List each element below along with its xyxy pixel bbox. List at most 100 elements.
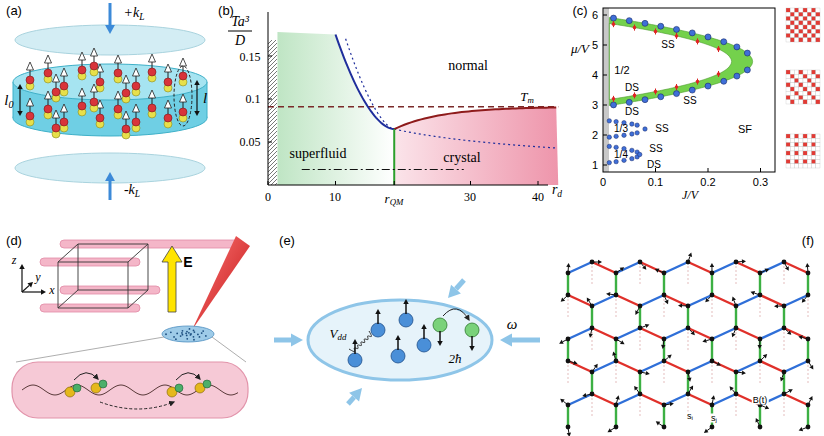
dipole-head [133,68,140,76]
spacing-arrow-head [17,84,23,89]
lattice-site [662,271,667,276]
lattice-cell [786,70,790,74]
label-main: V [330,326,338,341]
dipole-head [53,110,60,118]
data-point [689,30,695,36]
lattice-cell [799,143,803,147]
lattice-cell [803,134,807,138]
speckle [175,338,177,340]
speckle [186,335,188,337]
hatched-band [268,40,277,185]
spin-down-particle [465,323,479,337]
lattice-cell [803,91,807,95]
dipole-head [123,111,130,119]
data-point [734,44,740,50]
speckle [193,330,195,332]
axis-label: z [12,254,17,266]
data-point [717,72,721,76]
cube-edge [58,290,78,308]
lattice-site [566,293,571,298]
spin-arrow-head [730,386,734,390]
dipole-head [165,100,172,108]
speckle [202,330,204,332]
data-point [654,90,658,94]
lattice-cell [786,164,790,168]
tick-label: 10 [329,191,341,203]
atom-red [132,118,140,126]
atom-red [122,125,130,133]
spin-arrow-head [375,309,381,314]
tick-mark [603,75,607,76]
dipole-head [180,58,187,66]
lattice-cell [795,143,799,147]
lattice-cell [803,34,807,38]
lattice-cell [807,79,811,83]
atom-red [78,102,86,110]
lattice-bond [615,273,617,295]
atom-red [78,66,86,74]
lattice-site [590,304,595,309]
data-point [744,67,750,73]
dipole-head [91,48,98,56]
spacing-arrow-shaft [19,89,20,100]
lattice-cell [807,17,811,21]
hopping-arrow [74,373,98,380]
speckle [165,333,167,335]
lattice-cell [799,100,803,104]
spin-arrow-head [705,298,709,302]
lattice-cell [790,34,794,38]
lattice-cell [803,147,807,151]
lattice-site [686,326,691,331]
data-point [705,83,711,89]
spin-arrow-head [689,385,693,390]
spin-arrow-head [742,371,746,375]
speckle [190,334,192,336]
lattice-cell [803,100,807,104]
drive-arrow-shaft [512,338,540,343]
lattice-cell [807,164,811,168]
lattice-cell [816,38,820,42]
lattice-cell [807,74,811,78]
data-point [607,135,611,139]
tick-label: 0 [265,191,271,203]
lattice-cell [795,79,799,83]
spin-arrow-shaft [423,329,425,339]
tick-label: 0.1 [246,93,261,105]
lattice-cell [816,21,820,25]
spin-arrow-head [702,339,706,343]
lattice-cell [795,164,799,168]
spin-arrow-head [765,269,770,273]
energy-label: 2ħ [449,352,462,365]
lattice-cell [816,29,820,33]
spin-arrow-head [587,297,591,302]
axis-label: x [49,284,54,296]
drive-arrow-head [291,333,303,346]
panel-label: (a) [6,4,22,17]
phase-label: 1/3 [614,124,628,134]
speckle [197,334,199,336]
lattice-bond [567,405,569,427]
dipole-head [149,54,156,62]
lattice-cell [812,21,816,25]
dipole-head [53,74,60,82]
lattice-site [566,403,571,408]
lattice-site [710,337,715,342]
lattice-cell [790,151,794,155]
lattice-bond [640,361,664,372]
lattice-cell [807,160,811,164]
laser-beam [192,236,250,330]
label-subscript: 0 [9,99,14,110]
tick-mark [538,181,539,185]
lattice-bond [688,328,712,339]
data-point [630,122,634,126]
molecule-atom [73,384,81,392]
dotted-curve [394,129,556,148]
lattice-cell [816,12,820,16]
lattice-cell [812,25,816,29]
lattice-bond [664,262,688,273]
data-point [696,80,700,84]
cube-guide [664,295,665,317]
data-point [626,99,632,105]
atom-red [26,76,34,84]
